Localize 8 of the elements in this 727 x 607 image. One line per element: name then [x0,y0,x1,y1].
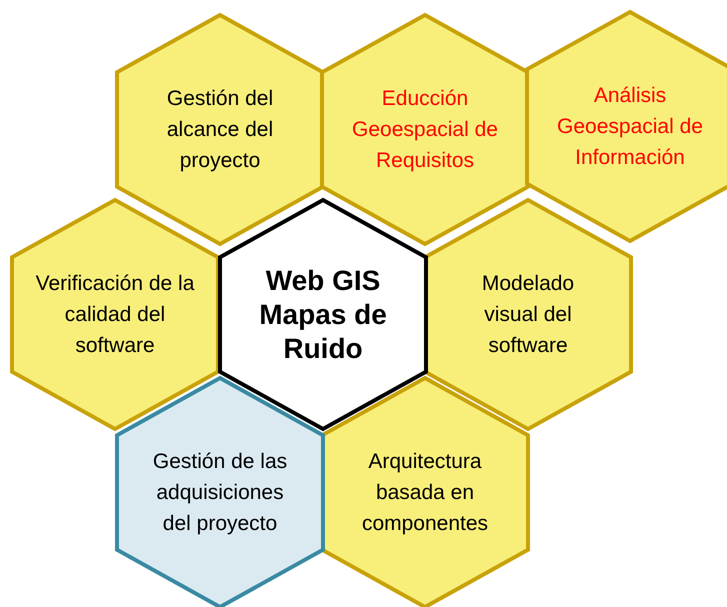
hexagon-label: Gestión del alcance del proyecto [166,86,274,174]
hexagon-label: Verificación de la calidad del software [35,271,195,359]
hexagon-label: Arquitectura basada en componentes [360,449,490,537]
hexagon-label: Gestión de las adquisiciones del proyecto [152,449,288,537]
hexagon-label: Análisis Geoespacial de Información [556,83,704,171]
hexagon-label: Web GIS Mapas de Ruido [258,264,388,366]
hexagon-label: Educción Geoespacial de Requisitos [351,86,499,174]
hexagon-label: Modelado visual del software [480,271,576,359]
